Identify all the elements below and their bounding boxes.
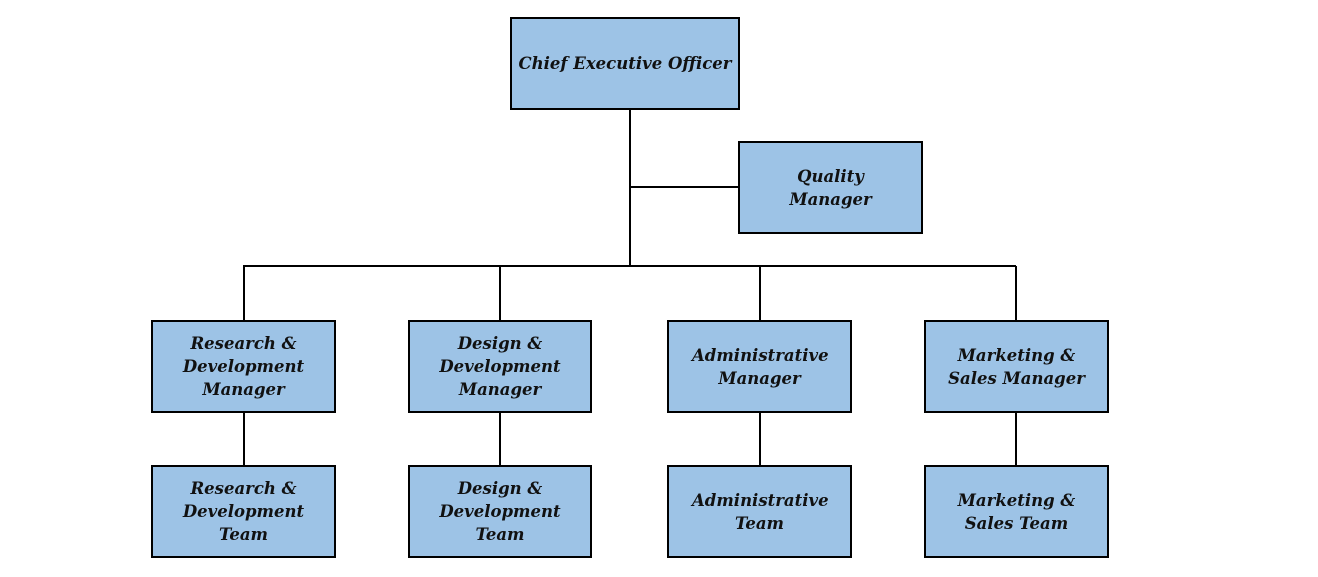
node-administrative-team: Administrative Team	[667, 465, 852, 558]
node-label: Design & Development Manager	[439, 334, 561, 399]
node-label: Marketing & Sales Manager	[948, 345, 1085, 388]
node-administrative-manager: Administrative Manager	[667, 320, 852, 413]
node-chief-executive-officer: Chief Executive Officer	[510, 17, 740, 110]
node-label: Administrative Manager	[692, 345, 829, 388]
node-label: Chief Executive Officer	[518, 54, 732, 73]
node-research-development-manager: Research & Development Manager	[151, 320, 336, 413]
node-label: Quality Manager	[789, 166, 872, 209]
node-design-development-manager: Design & Development Manager	[408, 320, 592, 413]
node-quality-manager: Quality Manager	[738, 141, 923, 234]
node-label: Design & Development Team	[439, 479, 561, 544]
node-marketing-sales-manager: Marketing & Sales Manager	[924, 320, 1109, 413]
node-design-development-team: Design & Development Team	[408, 465, 592, 558]
node-label: Research & Development Manager	[182, 334, 305, 399]
node-label: Administrative Team	[692, 490, 829, 533]
node-research-development-team: Research & Development Team	[151, 465, 336, 558]
node-label: Marketing & Sales Team	[957, 490, 1076, 533]
node-marketing-sales-team: Marketing & Sales Team	[924, 465, 1109, 558]
node-label: Research & Development Team	[182, 479, 305, 544]
